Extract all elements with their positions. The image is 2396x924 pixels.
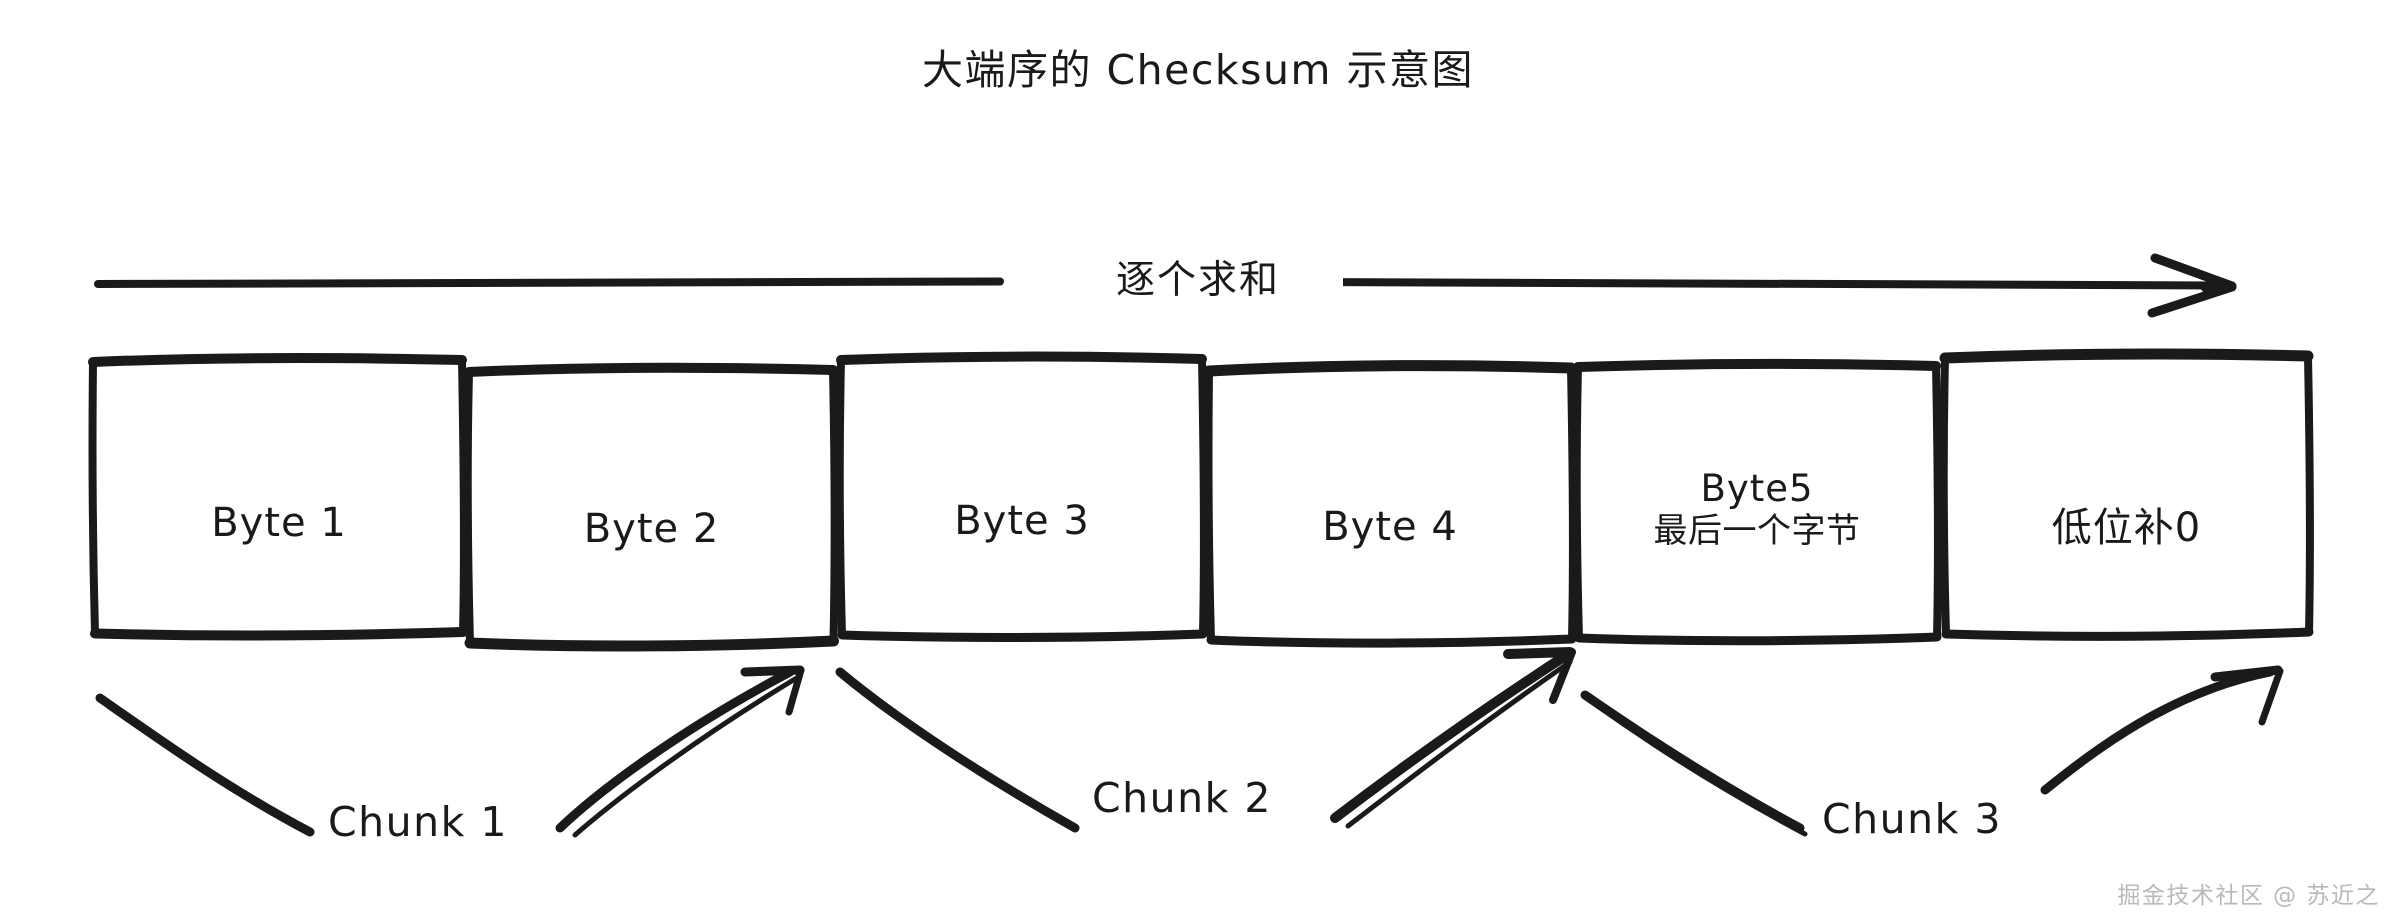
sum-arrow-label: 逐个求和 — [1053, 258, 1343, 305]
byte-box-1-label: Byte 1 — [211, 500, 347, 546]
chunk-3-label: Chunk 3 — [1822, 795, 2002, 843]
byte-box-2-label: Byte 2 — [583, 506, 720, 552]
byte-box-1-outline — [88, 353, 468, 641]
byte-box-3-label: Byte 3 — [954, 498, 1090, 544]
page-title: 大端序的 Checksum 示意图 — [922, 46, 1474, 94]
right-arrow-icon — [2147, 253, 2237, 318]
chunk-1-label: Chunk 1 — [328, 798, 508, 846]
byte-box-5-primary: Byte5 — [1700, 467, 1814, 510]
byte-box-5-sub: 最后一个字节 — [1653, 511, 1861, 552]
watermark: 掘金技术社区 @ 苏近之 — [2117, 883, 2380, 909]
byte-box-4-label: Byte 4 — [1322, 504, 1458, 550]
chunk-2-label: Chunk 2 — [1092, 774, 1272, 822]
byte-box-5-label: Byte5 最后一个字节 — [1578, 466, 1936, 553]
byte-box-6-label: 低位补0 — [2051, 505, 2202, 551]
